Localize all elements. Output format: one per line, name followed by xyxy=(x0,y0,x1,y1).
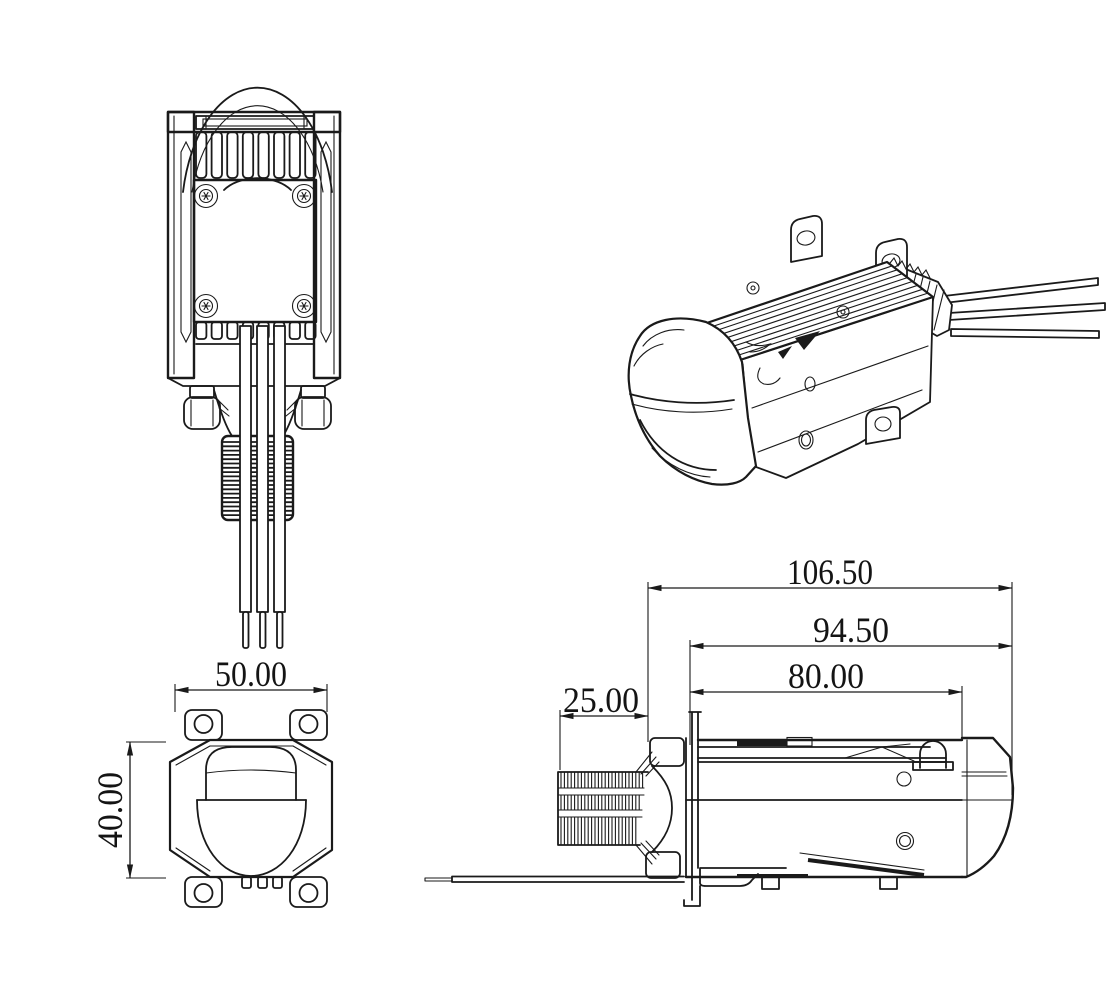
top-projection-view xyxy=(166,86,342,649)
thread-cone-hatch xyxy=(635,751,660,865)
side-flange xyxy=(645,737,687,879)
dimension-housing-length: 80.00 xyxy=(689,656,963,738)
dimension-height: 40.00 xyxy=(90,741,166,879)
top-slot-inner xyxy=(202,118,308,127)
dim-overall-label: 106.50 xyxy=(787,552,873,592)
iso-bottom-ear xyxy=(865,405,901,445)
lower-fin-row xyxy=(195,321,317,340)
dimension-thread-length: 25.00 xyxy=(559,680,649,770)
slot-end-left xyxy=(195,115,207,130)
left-rail-blade xyxy=(180,140,192,344)
front-bezel xyxy=(168,738,334,879)
torx-screws xyxy=(193,183,317,319)
lens-dome-arc-inner xyxy=(191,105,324,193)
mounting-tabs xyxy=(184,709,328,908)
dimension-body-length: 94.50 xyxy=(689,610,1013,745)
back-cover-plate xyxy=(192,178,318,324)
upper-lens xyxy=(205,746,297,801)
front-bezel-inner xyxy=(175,745,327,872)
iso-wires xyxy=(943,277,1106,339)
isometric-view xyxy=(627,215,1106,486)
iso-left-ear xyxy=(790,215,823,263)
dim-height-label: 40.00 xyxy=(90,772,130,848)
right-rail xyxy=(312,110,342,380)
side-rod xyxy=(424,875,685,883)
dimension-overall-length: 106.50 xyxy=(647,552,1013,795)
side-lens-bezel xyxy=(960,736,1015,879)
side-bracket xyxy=(683,711,702,907)
dim-housing-label: 80.00 xyxy=(788,656,864,696)
wires xyxy=(239,325,286,649)
right-rail-blade xyxy=(320,140,332,344)
side-thread-stud xyxy=(557,751,660,865)
bottom-prongs xyxy=(241,876,283,889)
iso-heatsink-plate xyxy=(690,256,935,362)
dim-thread-label: 25.00 xyxy=(563,680,639,720)
dim-width-label: 50.00 xyxy=(215,654,287,694)
iso-rear-comb xyxy=(889,256,931,279)
lens-bump-arc xyxy=(223,177,292,191)
iso-dark-wedge xyxy=(795,331,820,350)
lower-lens xyxy=(196,799,307,877)
front-lens-view: 50.00 40.00 xyxy=(90,654,334,908)
side-body xyxy=(684,736,964,890)
side-profile-view: 106.50 94.50 80.00 25.00 xyxy=(424,552,1015,907)
heatsink-fins xyxy=(195,131,317,179)
housing-bottom xyxy=(167,377,341,387)
dimension-width: 50.00 xyxy=(174,654,328,712)
foot-tab xyxy=(879,876,898,890)
foot-tab xyxy=(761,876,780,890)
dim-body-label: 94.50 xyxy=(813,610,889,650)
wire-clip xyxy=(919,740,947,769)
iso-lens-housing xyxy=(627,317,781,486)
